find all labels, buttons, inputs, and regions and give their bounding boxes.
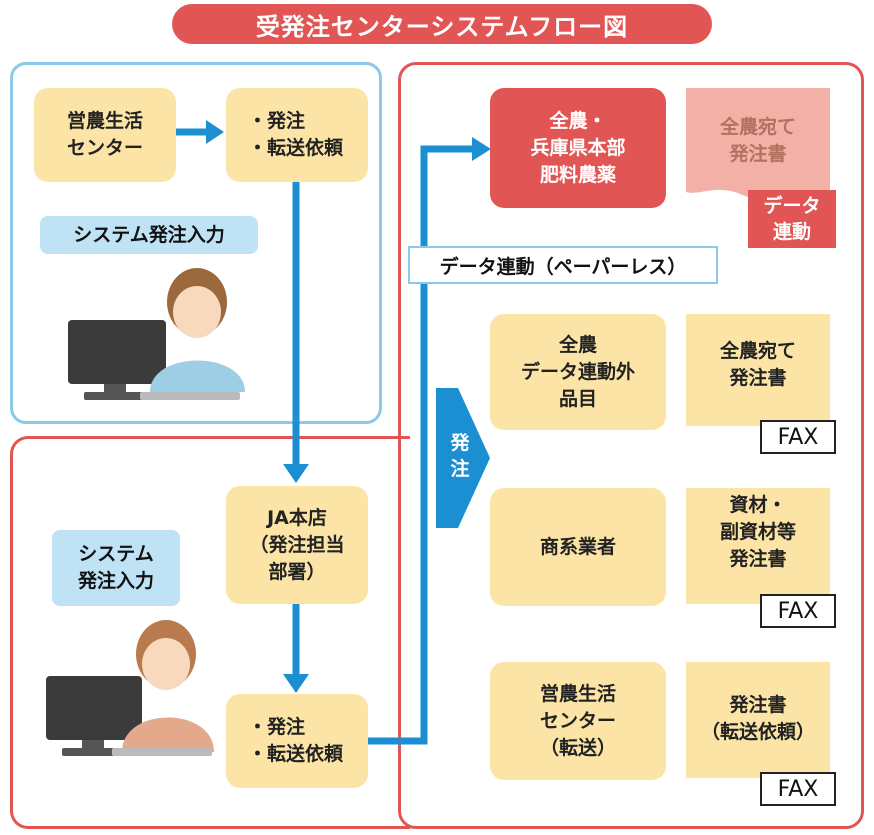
order-big-arrow [436, 388, 490, 528]
doc-shape-row2 [686, 488, 830, 604]
top-section-frame [10, 62, 382, 424]
doc-shape-row3 [686, 662, 830, 778]
zennoh-hyogo-box: 全農・ 兵庫県本部 肥料農薬 [490, 88, 666, 208]
bottom-section-frame [10, 436, 410, 829]
order-transfer-box-top: ・発注 ・転送依頼 [226, 88, 368, 182]
system-order-input-label-bottom: システム 発注入力 [52, 530, 180, 606]
zennoh-order-doc: 全農宛て 発注書 [719, 116, 796, 165]
doc-shape-row1 [686, 314, 830, 426]
person-at-computer-icon-bottom [46, 620, 214, 756]
fax-badge-row3: FAX [760, 772, 836, 806]
arrow-order-to-zennoh [368, 145, 474, 745]
arrowhead-order-to-zennoh [472, 137, 491, 161]
non-linked-items-box: 全農 データ連動外 品目 [490, 314, 666, 430]
farming-life-center-box: 営農生活 センター [34, 88, 176, 182]
diagram-title: 受発注センターシステムフロー図 [172, 4, 712, 44]
arrowhead-ja-to-order [283, 674, 309, 693]
paperless-data-link-label: データ連動（ペーパーレス） [408, 246, 718, 284]
person-at-computer-icon-top [68, 268, 245, 400]
fax-badge-row1: FAX [760, 420, 836, 454]
system-order-input-label-top: システム発注入力 [40, 216, 258, 254]
data-link-badge: データ 連動 [748, 190, 836, 248]
commercial-vendors-box: 商系業者 [490, 488, 666, 606]
arrowhead-order-to-ja [283, 464, 309, 483]
order-arrow-label: 発 注 [450, 432, 470, 480]
zennoh-doc-shape [686, 88, 830, 200]
ja-head-office-box: JA本店 （発注担当 部署） [226, 486, 368, 604]
arrowhead-center-to-order [206, 120, 224, 144]
order-doc-row2: 資材・ 副資材等 発注書 [719, 494, 796, 570]
order-transfer-box-bottom: ・発注 ・転送依頼 [226, 694, 368, 788]
order-doc-row3: 発注書 （転送依頼） [700, 694, 815, 743]
order-doc-row1: 全農宛て 発注書 [719, 340, 796, 389]
center-transfer-box: 営農生活 センター （転送） [490, 662, 666, 780]
fax-badge-row2: FAX [760, 594, 836, 628]
